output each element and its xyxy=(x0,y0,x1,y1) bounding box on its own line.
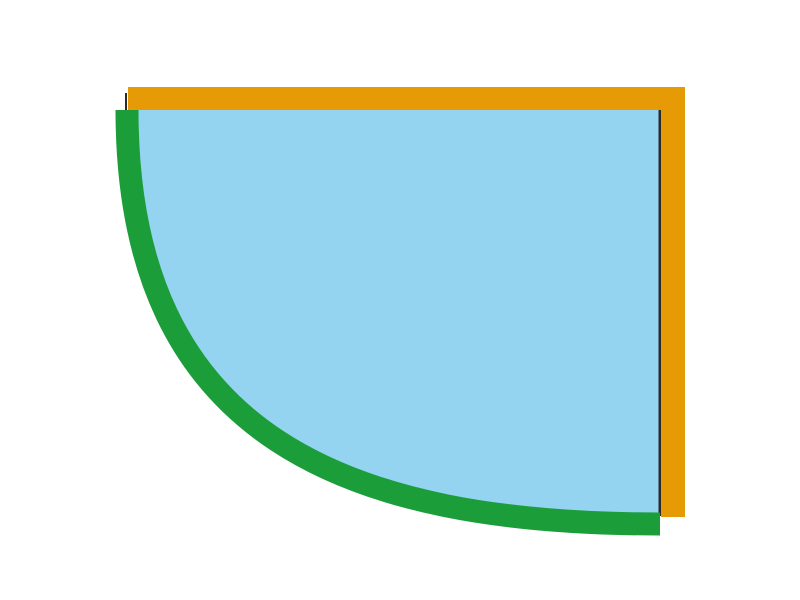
top-orange-band xyxy=(128,87,685,110)
curved-green-boundary xyxy=(115,109,661,536)
right-orange-band xyxy=(661,87,685,517)
quarter-region-fill xyxy=(126,110,660,524)
